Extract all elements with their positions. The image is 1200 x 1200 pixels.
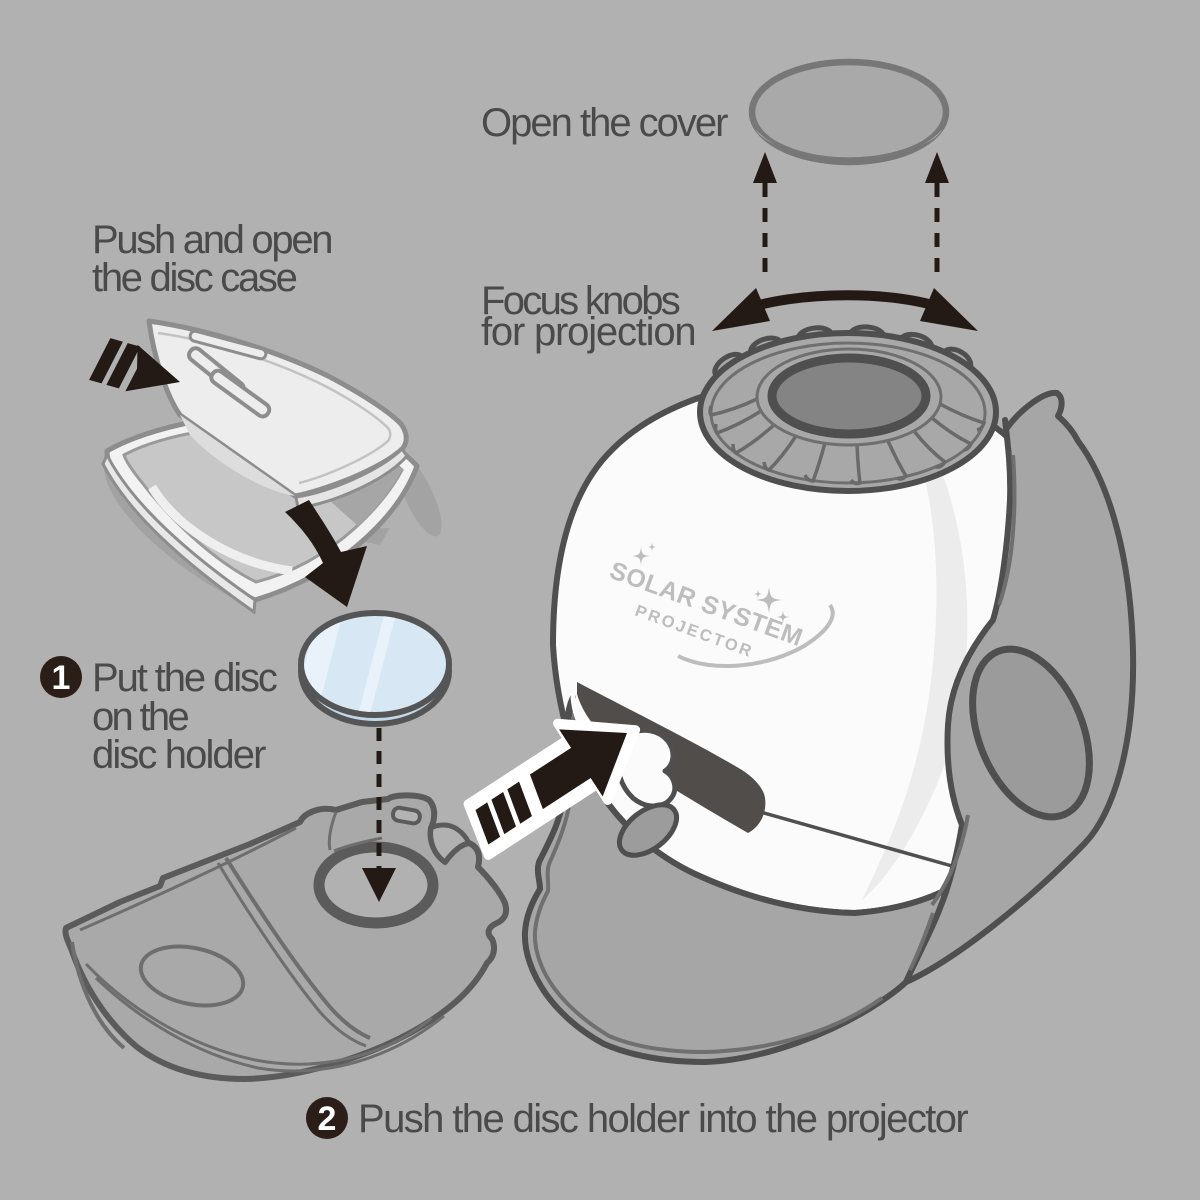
- svg-text:on the: on the: [92, 695, 188, 739]
- svg-text:Push and open: Push and open: [92, 218, 331, 262]
- svg-text:the disc case: the disc case: [92, 256, 297, 300]
- svg-text:1: 1: [52, 659, 71, 697]
- svg-text:2: 2: [318, 1100, 337, 1138]
- svg-text:Focus knobs: Focus knobs: [481, 279, 680, 323]
- svg-text:for projection: for projection: [481, 310, 695, 354]
- svg-text:disc holder: disc holder: [92, 733, 266, 777]
- svg-text:Open the cover: Open the cover: [481, 101, 728, 145]
- svg-text:Push the disc holder into the: Push the disc holder into the projector: [358, 1097, 968, 1141]
- svg-text:Put the disc: Put the disc: [92, 656, 277, 700]
